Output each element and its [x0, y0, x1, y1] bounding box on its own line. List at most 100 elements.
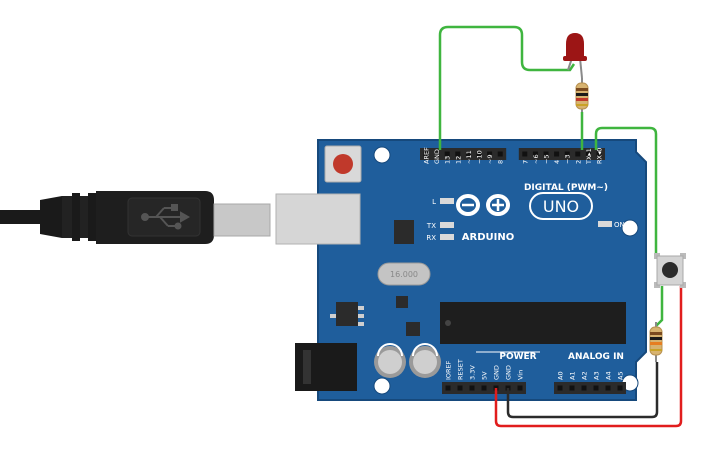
header-pin[interactable]: [517, 385, 523, 391]
digital-pin-label: ~6: [532, 154, 540, 164]
digital-pin-label: 7: [521, 160, 529, 164]
model-label: UNO: [543, 197, 579, 216]
header-pin[interactable]: [575, 151, 581, 157]
header-pin[interactable]: [522, 151, 528, 157]
on-led: [598, 221, 612, 227]
power-pin-label: 5V: [481, 371, 489, 380]
uno-badge: UNO: [529, 192, 593, 220]
header-pin[interactable]: [543, 151, 549, 157]
digital-pin-label: ~10: [476, 150, 484, 164]
header-pin[interactable]: [487, 151, 493, 157]
capacitor: [374, 343, 406, 378]
header-pin[interactable]: [481, 385, 487, 391]
header-pin[interactable]: [554, 151, 560, 157]
resistor-band: [576, 104, 588, 106]
wire-gnd-to-pulldown: [506, 362, 659, 419]
status-led: [440, 222, 454, 228]
digital-pin-label: ~11: [465, 150, 473, 164]
analog-label: ANALOG IN: [568, 352, 624, 362]
header-pin[interactable]: [557, 385, 563, 391]
status-led-label: L: [432, 198, 436, 206]
wire-pin2-to-button: [594, 126, 658, 258]
resistor-band: [650, 349, 662, 351]
power-pin-label: Vin: [517, 370, 525, 380]
power-label: POWER: [499, 352, 536, 362]
header-pin[interactable]: [605, 385, 611, 391]
header-pin[interactable]: [457, 385, 463, 391]
header-pin[interactable]: [423, 151, 429, 157]
header-pin[interactable]: [434, 151, 440, 157]
analog-pin-label: A4: [605, 371, 613, 380]
resistor-band: [576, 98, 588, 101]
dc-power-jack: [295, 343, 357, 391]
analog-pin-label: A2: [581, 371, 589, 380]
wire-button-to-resistor: [655, 286, 664, 327]
header-pin[interactable]: [455, 151, 461, 157]
header-pin[interactable]: [569, 385, 575, 391]
resistor-band: [576, 93, 588, 96]
analog-pin-label: A5: [617, 371, 625, 380]
header-pin[interactable]: [476, 151, 482, 157]
usb-plug-metal: [213, 203, 271, 237]
digital-pin-label: 2: [574, 160, 582, 164]
header-pin[interactable]: [469, 385, 475, 391]
atmega-chip: [440, 302, 626, 344]
led-body: [566, 33, 584, 58]
header-pin[interactable]: [581, 385, 587, 391]
power-pin-label: RESET: [457, 359, 465, 380]
status-led: [440, 198, 454, 204]
status-led-label: RX: [426, 234, 436, 242]
header-pin[interactable]: [497, 151, 503, 157]
analog-pin-label: A0: [557, 371, 565, 380]
header-pin[interactable]: [532, 151, 538, 157]
header-pin[interactable]: [593, 385, 599, 391]
power-pin-label: 3.3V: [469, 365, 477, 380]
capacitor: [409, 343, 441, 378]
digital-label: DIGITAL (PWM~): [524, 183, 608, 193]
crystal-oscillator: [377, 262, 431, 286]
digital-pin-label: 13: [444, 156, 452, 164]
header-pin[interactable]: [596, 151, 602, 157]
mounting-hole: [621, 219, 639, 237]
header-housing: [518, 148, 605, 160]
on-label: ON: [614, 221, 625, 229]
digital-pin-label: 12: [454, 156, 462, 164]
header-pin[interactable]: [564, 151, 570, 157]
button-cap[interactable]: [662, 262, 678, 278]
header-pin[interactable]: [444, 151, 450, 157]
arduino-logo: ARDUINO: [456, 194, 514, 243]
header-pin[interactable]: [617, 385, 623, 391]
mounting-hole: [373, 377, 391, 395]
led-leg-anode: [579, 57, 583, 79]
crystal-label: 16.000: [390, 270, 418, 279]
digital-pin-label: TX▸1: [585, 148, 593, 165]
power-pin-label: GND: [493, 365, 501, 380]
status-led-label: TX: [426, 222, 436, 230]
header-housing: [554, 382, 626, 394]
resistor-pulldown: [649, 322, 663, 362]
resistor-band: [650, 337, 662, 340]
usb-strain-relief: [40, 196, 62, 238]
header-pin[interactable]: [445, 385, 451, 391]
digital-pin-label: ~9: [486, 154, 494, 164]
header-pin[interactable]: [465, 151, 471, 157]
status-led: [440, 234, 454, 240]
wire-5v-to-button: [494, 286, 683, 428]
digital-pin-label: RX◂0: [596, 148, 604, 164]
usb-icon: [141, 204, 191, 230]
arduino-board: 16.000 L TX RX ON: [275, 139, 647, 401]
reset-button[interactable]: [324, 145, 362, 183]
digital-pin-label: AREF: [423, 147, 431, 164]
wires: [438, 25, 683, 428]
pushbutton[interactable]: [654, 253, 686, 288]
digital-pin-label: 4: [553, 160, 561, 164]
voltage-regulator: [336, 302, 358, 326]
digital-pin-label: ~5: [543, 154, 551, 164]
usb-b-socket: [275, 193, 361, 245]
resistor-band: [576, 88, 588, 91]
header-housing: [420, 148, 507, 160]
power-pin-label: GND: [505, 365, 513, 380]
header-pin[interactable]: [585, 151, 591, 157]
